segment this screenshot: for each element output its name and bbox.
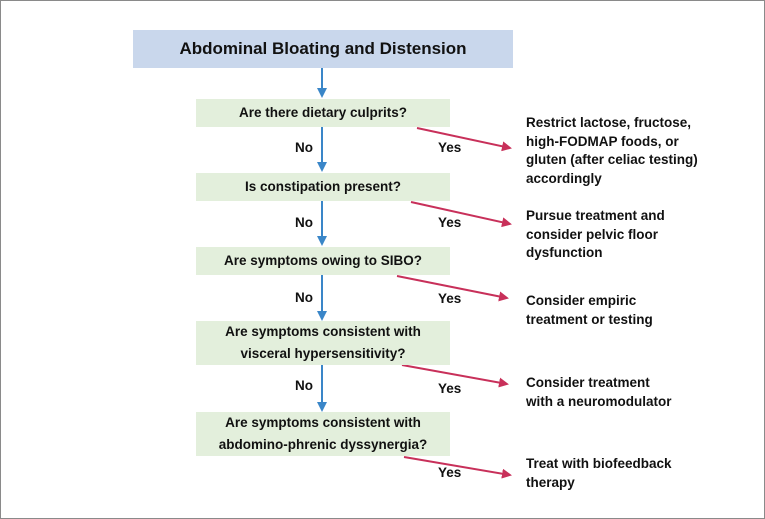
diagram-title-text: Abdominal Bloating and Distension (179, 39, 467, 58)
yes-arrow-0 (416, 127, 512, 152)
question-box-constipation: Is constipation present? (196, 173, 450, 201)
question-line: Are symptoms consistent with (225, 324, 421, 339)
outcome-line: with a neuromodulator (526, 393, 672, 409)
question-line: visceral hypersensitivity? (240, 346, 406, 361)
no-label-2: No (295, 290, 313, 305)
outcome-line: Restrict lactose, fructose, (526, 115, 692, 130)
outcome-line: therapy (526, 474, 575, 490)
outcome-visceral: Consider treatment with a neuromodulator (526, 374, 672, 411)
yes-label-4: Yes (438, 465, 462, 480)
question-line: abdomino-phrenic dyssynergia? (218, 437, 428, 452)
outcome-dyssynergia: Treat with biofeedback therapy (526, 455, 672, 492)
diagram-title: Abdominal Bloating and Distension (133, 30, 513, 68)
outcome-line: Treat with biofeedback (526, 456, 672, 471)
yes-label-1: Yes (438, 215, 462, 230)
outcome-line: Consider treatment (526, 375, 650, 390)
question-line: Are symptoms owing to SIBO? (223, 253, 423, 268)
outcome-line: consider pelvic floor (526, 226, 659, 242)
yes-label-0: Yes (438, 140, 462, 155)
question-box-sibo: Are symptoms owing to SIBO? (196, 247, 450, 275)
yes-label-2: Yes (438, 291, 462, 306)
question-box-visceral: Are symptoms consistent with visceral hy… (196, 321, 450, 365)
outcome-line: Consider empiric (526, 293, 637, 308)
yes-arrow-2 (396, 275, 509, 302)
question-box-dyssynergia: Are symptoms consistent with abdomino-ph… (196, 412, 450, 456)
outcome-constipation: Pursue treatment and consider pelvic flo… (526, 207, 665, 263)
outcome-dietary: Restrict lactose, fructose, high-FODMAP … (526, 114, 698, 188)
question-line: Are there dietary culprits? (238, 105, 408, 120)
no-label-3: No (295, 378, 313, 393)
no-label-1: No (295, 215, 313, 230)
yes-arrow-4 (403, 456, 512, 479)
outcome-line: gluten (after celiac testing) (526, 152, 698, 167)
question-line: Is constipation present? (244, 179, 402, 194)
no-label-0: No (295, 140, 313, 155)
yes-arrow-1 (410, 201, 512, 228)
yes-label-3: Yes (438, 381, 462, 396)
outcome-line: dysfunction (526, 245, 603, 260)
yes-arrow-3 (401, 364, 509, 388)
outcome-line: Pursue treatment and (526, 208, 665, 223)
question-box-dietary: Are there dietary culprits? (196, 99, 450, 127)
question-line: Are symptoms consistent with (225, 415, 421, 430)
outcome-line: high-FODMAP foods, or (526, 133, 679, 149)
outcome-line: treatment or testing (526, 311, 653, 327)
outcome-line: accordingly (526, 170, 602, 186)
outcome-sibo: Consider empiric treatment or testing (526, 292, 653, 329)
